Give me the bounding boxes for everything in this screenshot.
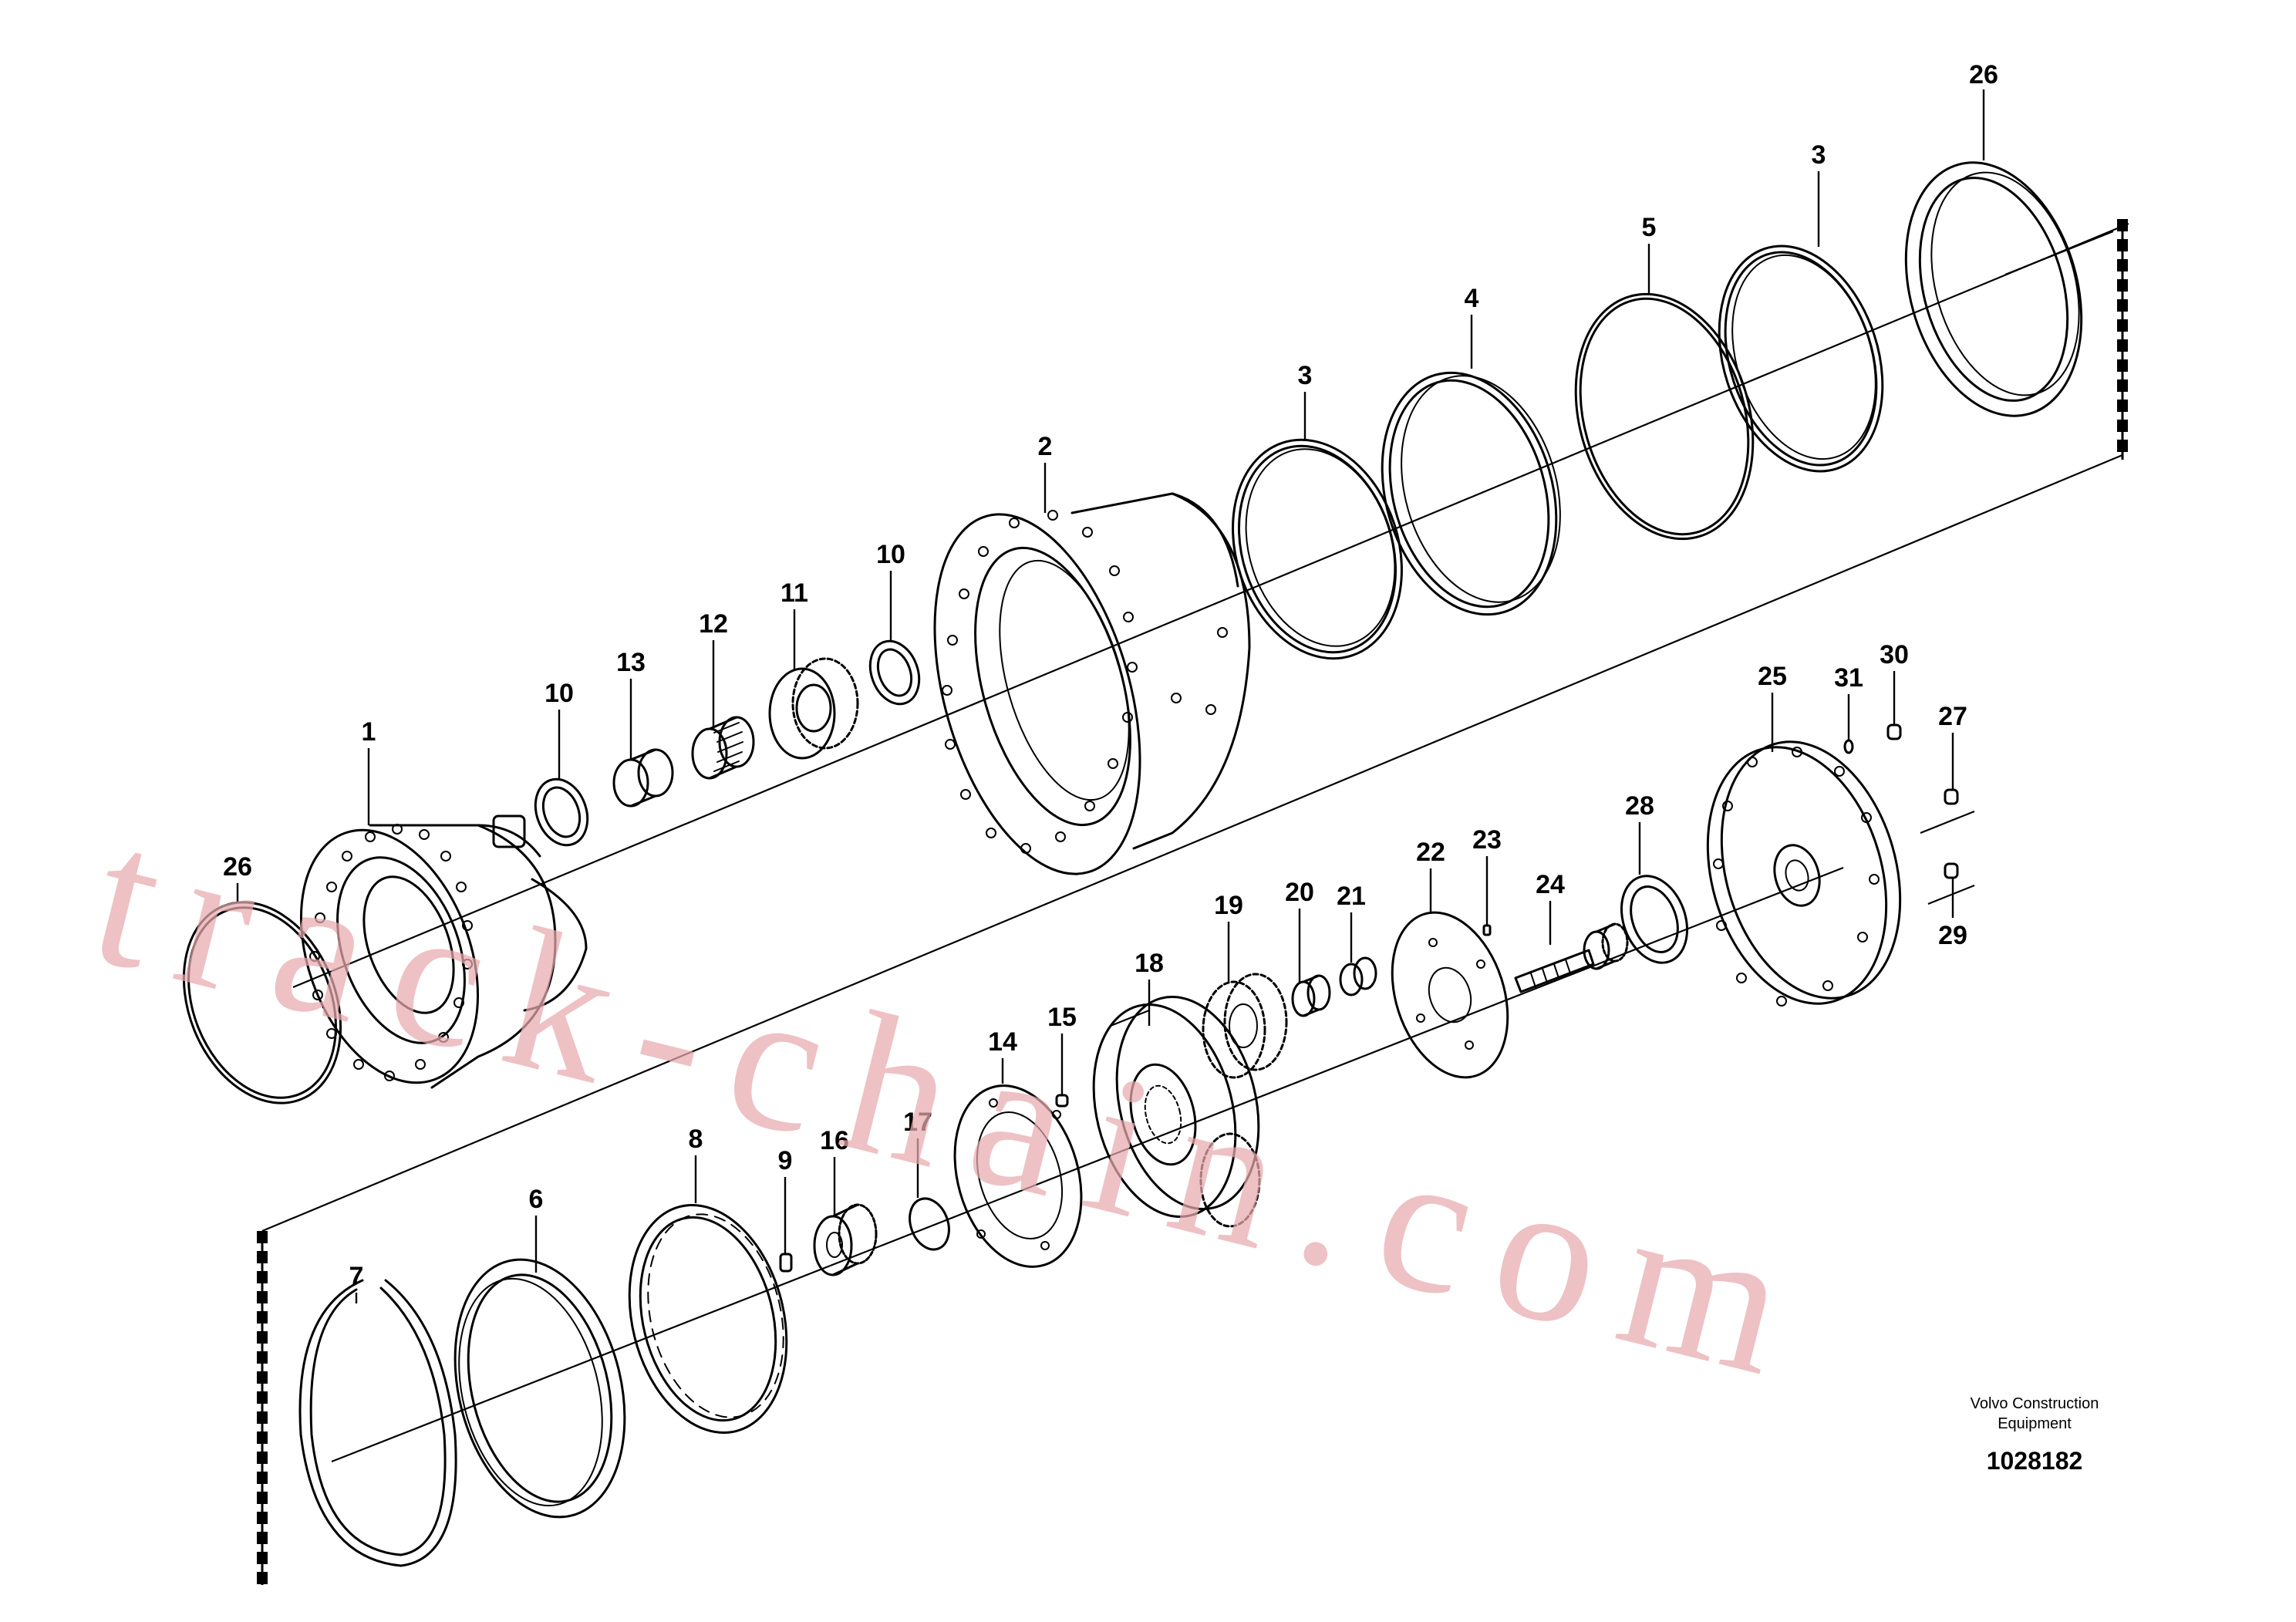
callout-11: 11	[781, 578, 808, 608]
callout-17: 17	[903, 1108, 932, 1137]
part-27-bolt	[1944, 788, 1959, 805]
callout-18: 18	[1135, 949, 1164, 978]
part-10-washer-left	[534, 777, 589, 847]
callout-25: 25	[1758, 662, 1787, 691]
document-stamp: Volvo Construction Equipment 1028182	[1971, 1395, 2099, 1475]
upper-assembly-axis	[292, 222, 2129, 989]
callout-10-right: 10	[876, 540, 905, 569]
callout-13: 13	[616, 648, 646, 677]
part-23-pin	[1482, 924, 1492, 936]
callout-6-upper: 26	[1969, 60, 1998, 89]
callout-3-left: 3	[1298, 361, 1313, 390]
part-13-bushing	[612, 748, 674, 808]
part-7-snap-ring	[298, 1279, 457, 1567]
part-9-plug	[779, 1253, 793, 1273]
part-17-o-ring	[909, 1197, 950, 1251]
callout-19: 19	[1214, 891, 1243, 920]
callout-23: 23	[1472, 825, 1502, 855]
callout-7: 7	[349, 1262, 364, 1291]
frame-connector	[257, 219, 2128, 1585]
part-3-seal-ring-left	[1232, 438, 1403, 660]
callout-20: 20	[1285, 878, 1314, 907]
callout-3-right: 3	[1812, 140, 1826, 170]
part-1-hub-housing	[299, 814, 588, 1089]
callout-2: 2	[1038, 432, 1053, 461]
callout-10-left: 10	[544, 679, 574, 708]
callout-labels: 26 3 5 4 3 2 10 11 12 13 10 1 26 25 31 3…	[223, 60, 1998, 1291]
watermark: track-chain.com	[74, 784, 1836, 1425]
callout-22: 22	[1416, 838, 1445, 867]
callout-24: 24	[1536, 870, 1565, 899]
part-11-planet-gear	[768, 657, 859, 760]
part-2-ring-gear-housing	[933, 492, 1251, 875]
part-3-seal-ring-right	[1718, 244, 1884, 473]
part-20-needle-bearing	[1291, 974, 1331, 1017]
callout-21: 21	[1337, 882, 1366, 911]
callout-26: 26	[223, 852, 252, 882]
callout-31: 31	[1834, 663, 1863, 693]
callout-14: 14	[988, 1027, 1017, 1057]
callout-6-lower: 6	[529, 1185, 544, 1214]
part-6-floating-seal-lower	[453, 1258, 626, 1519]
callout-16: 16	[820, 1126, 849, 1155]
callout-1: 1	[362, 717, 376, 747]
part-31-washer	[1843, 739, 1854, 754]
callout-29: 29	[1938, 921, 1967, 950]
part-16-sun-gear	[813, 1203, 878, 1276]
callout-8: 8	[689, 1125, 703, 1154]
part-6-floating-seal-upper	[1904, 161, 2083, 417]
part-24-input-shaft	[1514, 922, 1629, 993]
part-28-thrust-washer	[1620, 875, 1689, 964]
callout-27: 27	[1938, 702, 1967, 731]
document-number: 1028182	[1987, 1447, 2083, 1475]
part-18-planet-carrier	[1092, 996, 1261, 1228]
brand-line-1: Volvo Construction	[1971, 1395, 2099, 1412]
part-10-washer-right	[868, 639, 921, 706]
brand-line-2: Equipment	[1998, 1415, 2072, 1432]
callout-28: 28	[1625, 791, 1654, 821]
part-29-bolt	[1944, 862, 1959, 879]
callout-9: 9	[778, 1146, 793, 1175]
part-25-cover	[1706, 740, 1902, 1007]
callout-15: 15	[1047, 1003, 1077, 1032]
part-22-thrust-plate	[1391, 911, 1509, 1079]
part-30-plug	[1886, 723, 1902, 740]
part-4-bearing-ring	[1381, 371, 1561, 616]
watermark-text: track-chain.com	[74, 784, 1836, 1425]
callout-12: 12	[699, 609, 728, 639]
leader-lines	[236, 89, 1985, 1303]
callout-5: 5	[1642, 213, 1657, 242]
part-8-ring-nut	[628, 1204, 788, 1434]
callout-30: 30	[1880, 640, 1909, 669]
callout-4: 4	[1465, 284, 1479, 313]
part-21-bushing	[1339, 956, 1377, 996]
part-26-o-ring	[182, 901, 342, 1104]
part-19-planet-gear	[1202, 973, 1288, 1079]
part-12-needle-bearing	[691, 716, 755, 780]
part-14-thrust-plate	[953, 1084, 1083, 1268]
